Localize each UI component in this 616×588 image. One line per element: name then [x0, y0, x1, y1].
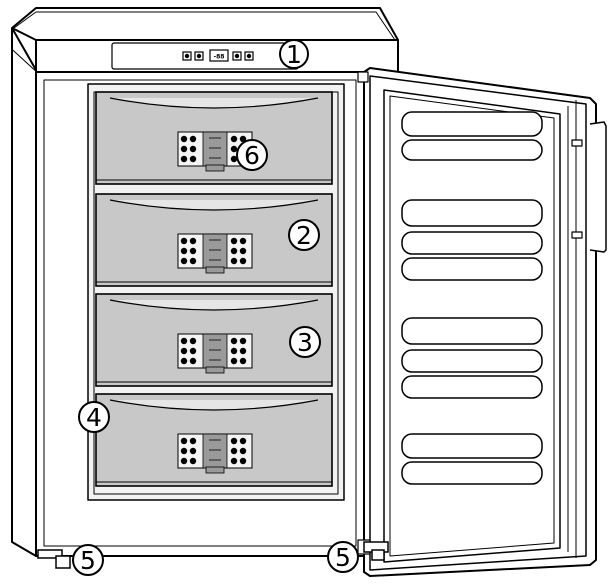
- food-icon: [189, 257, 197, 265]
- door-shelf: [401, 349, 543, 373]
- callout-2: 2: [288, 219, 320, 251]
- callout-5-right-label: 5: [335, 543, 351, 572]
- food-icon: [230, 257, 238, 265]
- control-panel: -88: [111, 42, 299, 70]
- food-icon: [180, 135, 188, 143]
- callout-3: 3: [289, 326, 321, 358]
- food-icon: [180, 247, 188, 255]
- food-icon: [230, 145, 238, 153]
- foot-adjuster-right: [371, 549, 385, 561]
- food-icon: [239, 257, 247, 265]
- food-icon: [189, 447, 197, 455]
- food-icon: [230, 337, 238, 345]
- food-icon: [239, 457, 247, 465]
- food-icon: [239, 347, 247, 355]
- drawer: [95, 91, 333, 185]
- food-icon: [189, 457, 197, 465]
- food-icon: [180, 337, 188, 345]
- food-icon: [189, 237, 197, 245]
- drawer: [95, 393, 333, 487]
- food-icon: [189, 347, 197, 355]
- food-icon: [239, 135, 247, 143]
- food-icon: [189, 145, 197, 153]
- door-shelf: [401, 231, 543, 255]
- food-icon: [239, 437, 247, 445]
- food-icon: [239, 357, 247, 365]
- callout-6: 6: [236, 139, 268, 171]
- door-shelf: [401, 461, 543, 485]
- food-icon: [189, 135, 197, 143]
- food-icon: [230, 347, 238, 355]
- food-icon: [189, 357, 197, 365]
- callout-4: 4: [78, 401, 110, 433]
- food-icon: [239, 247, 247, 255]
- food-icon: [230, 357, 238, 365]
- food-icon: [230, 155, 238, 163]
- callout-2-label: 2: [296, 221, 312, 250]
- temperature-display: -88: [214, 54, 225, 61]
- door-shelf: [401, 375, 543, 399]
- callout-5-left-label: 5: [80, 546, 96, 575]
- food-icon: [239, 337, 247, 345]
- food-icon: [189, 337, 197, 345]
- door-shelves: [401, 111, 543, 485]
- food-icon: [180, 447, 188, 455]
- door-shelf: [401, 139, 543, 161]
- callout-3-label: 3: [297, 328, 313, 357]
- food-icon: [230, 447, 238, 455]
- callout-1-label: 1: [286, 40, 302, 69]
- foot-left: [37, 549, 63, 559]
- food-icon: [230, 437, 238, 445]
- food-icon: [189, 247, 197, 255]
- door-shelf: [401, 317, 543, 345]
- food-icon: [230, 135, 238, 143]
- food-icon: [230, 237, 238, 245]
- door-shelf: [401, 257, 543, 281]
- callout-5-left: 5: [72, 544, 104, 576]
- food-icon: [180, 347, 188, 355]
- callouts: 1 2 3 4 5 5 6: [72, 39, 359, 576]
- foot-adjuster-left: [55, 555, 71, 569]
- food-icon: [180, 155, 188, 163]
- food-icon: [180, 457, 188, 465]
- door-shelf: [401, 111, 543, 137]
- food-icon: [180, 357, 188, 365]
- drawer: [95, 293, 333, 387]
- food-icon: [189, 155, 197, 163]
- callout-4-label: 4: [86, 403, 102, 432]
- food-icon: [239, 447, 247, 455]
- food-icon: [189, 437, 197, 445]
- food-icon: [180, 437, 188, 445]
- callout-5-right: 5: [327, 541, 359, 573]
- food-icon: [239, 237, 247, 245]
- callout-6-label: 6: [244, 141, 260, 170]
- door-shelf: [401, 199, 543, 227]
- callout-1: 1: [279, 39, 309, 69]
- food-icon: [180, 145, 188, 153]
- feet: [37, 541, 389, 569]
- door-shelf: [401, 433, 543, 459]
- food-icon: [180, 257, 188, 265]
- food-icon: [230, 247, 238, 255]
- food-icon: [230, 457, 238, 465]
- food-icon: [180, 237, 188, 245]
